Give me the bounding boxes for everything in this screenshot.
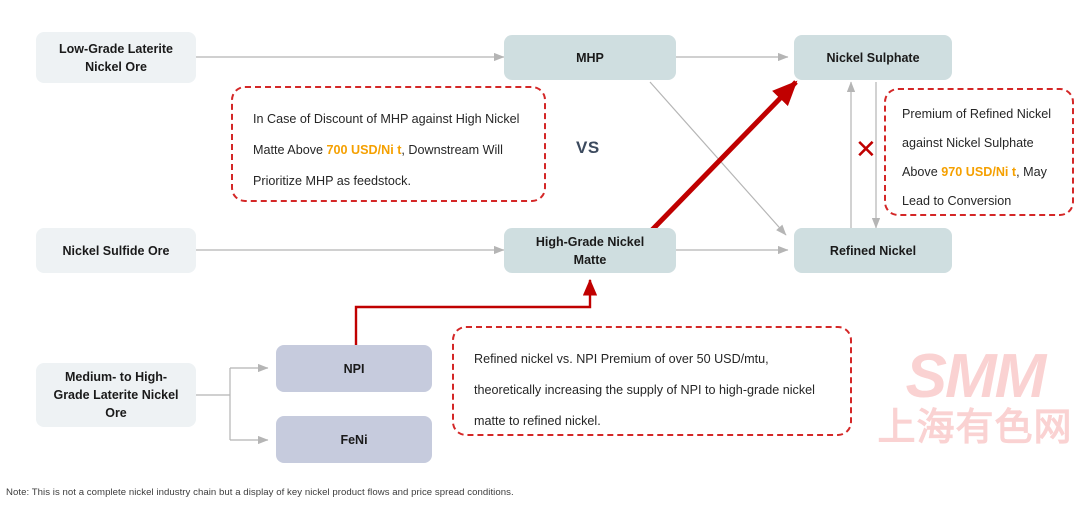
callout-highlight-value: 700 USD/Ni t — [326, 143, 402, 157]
red-x-marker: ✕ — [855, 135, 877, 165]
node-label: NPI — [343, 361, 365, 376]
node-label: FeNi — [340, 432, 368, 447]
node-label: Medium- to High- Grade Laterite Nickel O… — [53, 370, 179, 420]
edge-matte-to-sulphate-red — [650, 80, 798, 232]
callout-text-part2: , Downstream Will Prioritize MHP as feed… — [253, 143, 503, 188]
node-label: High-Grade Nickel Matte — [535, 234, 645, 267]
edge-mhp-to-refined-nickel — [649, 81, 787, 236]
node-feni[interactable]: FeNi — [276, 416, 432, 463]
callout-refined-nickel-premium: Premium of Refined Nickel against Nickel… — [884, 88, 1074, 216]
callout-text: Refined nickel vs. NPI Premium of over 5… — [474, 352, 815, 428]
footnote-note: Note: This is not a complete nickel indu… — [6, 487, 514, 498]
node-label: MHP — [576, 50, 604, 65]
callout-highlight-value: 970 USD/Ni t — [941, 165, 1017, 179]
node-label: Nickel Sulfide Ore — [62, 243, 170, 258]
smm-logo-text: SMM — [905, 342, 1047, 411]
node-high-grade-nickel-matte[interactable]: High-Grade Nickel Matte — [504, 228, 676, 273]
callout-text-part1: Premium of Refined Nickel against Nickel… — [902, 107, 1052, 179]
node-nickel-sulphate[interactable]: Nickel Sulphate — [794, 35, 952, 80]
node-medium-to-high-grade-laterite-nickel-ore[interactable]: Medium- to High- Grade Laterite Nickel O… — [36, 363, 196, 427]
callout-text-part1: In Case of Discount of MHP against High … — [253, 112, 520, 157]
node-nickel-sulfide-ore[interactable]: Nickel Sulfide Ore — [36, 228, 196, 273]
node-refined-nickel[interactable]: Refined Nickel — [794, 228, 952, 273]
callout-mhp-discount: In Case of Discount of MHP against High … — [231, 86, 546, 202]
smm-logo-subtitle: 上海有色网 — [877, 405, 1073, 449]
node-label: Low-Grade Laterite Nickel Ore — [59, 41, 173, 74]
callout-text-part2: , May Lead to Conversion — [902, 165, 1047, 208]
callout-npi-premium: Refined nickel vs. NPI Premium of over 5… — [452, 326, 852, 436]
node-low-grade-laterite-nickel-ore[interactable]: Low-Grade Laterite Nickel Ore — [36, 32, 196, 83]
smm-watermark: SMM 上海有色网 — [872, 342, 1078, 449]
node-label: Nickel Sulphate — [826, 50, 920, 65]
node-npi[interactable]: NPI — [276, 345, 432, 392]
node-label: Refined Nickel — [829, 243, 917, 258]
vs-label: VS — [576, 138, 600, 157]
node-mhp[interactable]: MHP — [504, 35, 676, 80]
